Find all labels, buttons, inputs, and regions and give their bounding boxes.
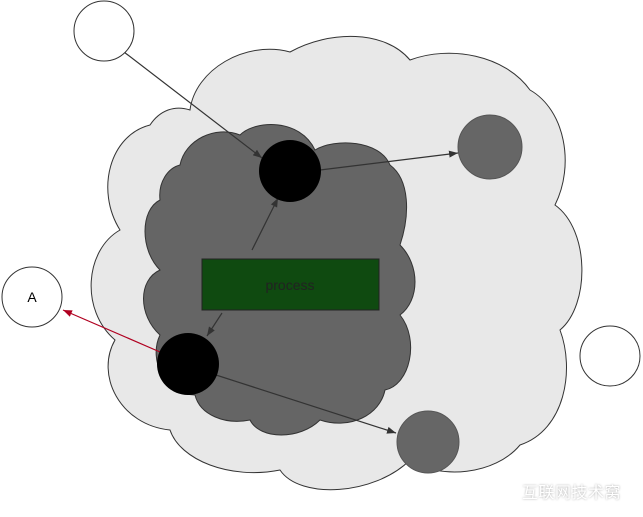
- arrow-process-to-bottom-black: [206, 312, 223, 337]
- arrow-bottom-black-to-bottom-grey: [215, 374, 397, 434]
- bottom-grey-node: [396, 410, 460, 474]
- arrow-top-white-to-top-black: [123, 51, 263, 159]
- arrow-bottom-black-to-node-a: [62, 309, 161, 353]
- right-white-node: [579, 325, 641, 387]
- watermark-text: 互联网技术窝: [522, 483, 622, 502]
- process-box: process: [201, 258, 380, 311]
- arrow-top-black-to-right-grey: [319, 150, 459, 171]
- node-a: A: [1, 266, 63, 328]
- right-grey-node: [457, 114, 523, 180]
- process-label: process: [265, 277, 314, 293]
- wechat-logo-icon: [494, 482, 516, 499]
- arrow-process-to-top-black: [251, 197, 279, 251]
- top-white-node: [73, 0, 135, 62]
- watermark: 互联网技术窝: [494, 478, 621, 504]
- top-black-node: [259, 140, 321, 202]
- node-a-label: A: [27, 289, 37, 305]
- bottom-black-node: [157, 333, 219, 395]
